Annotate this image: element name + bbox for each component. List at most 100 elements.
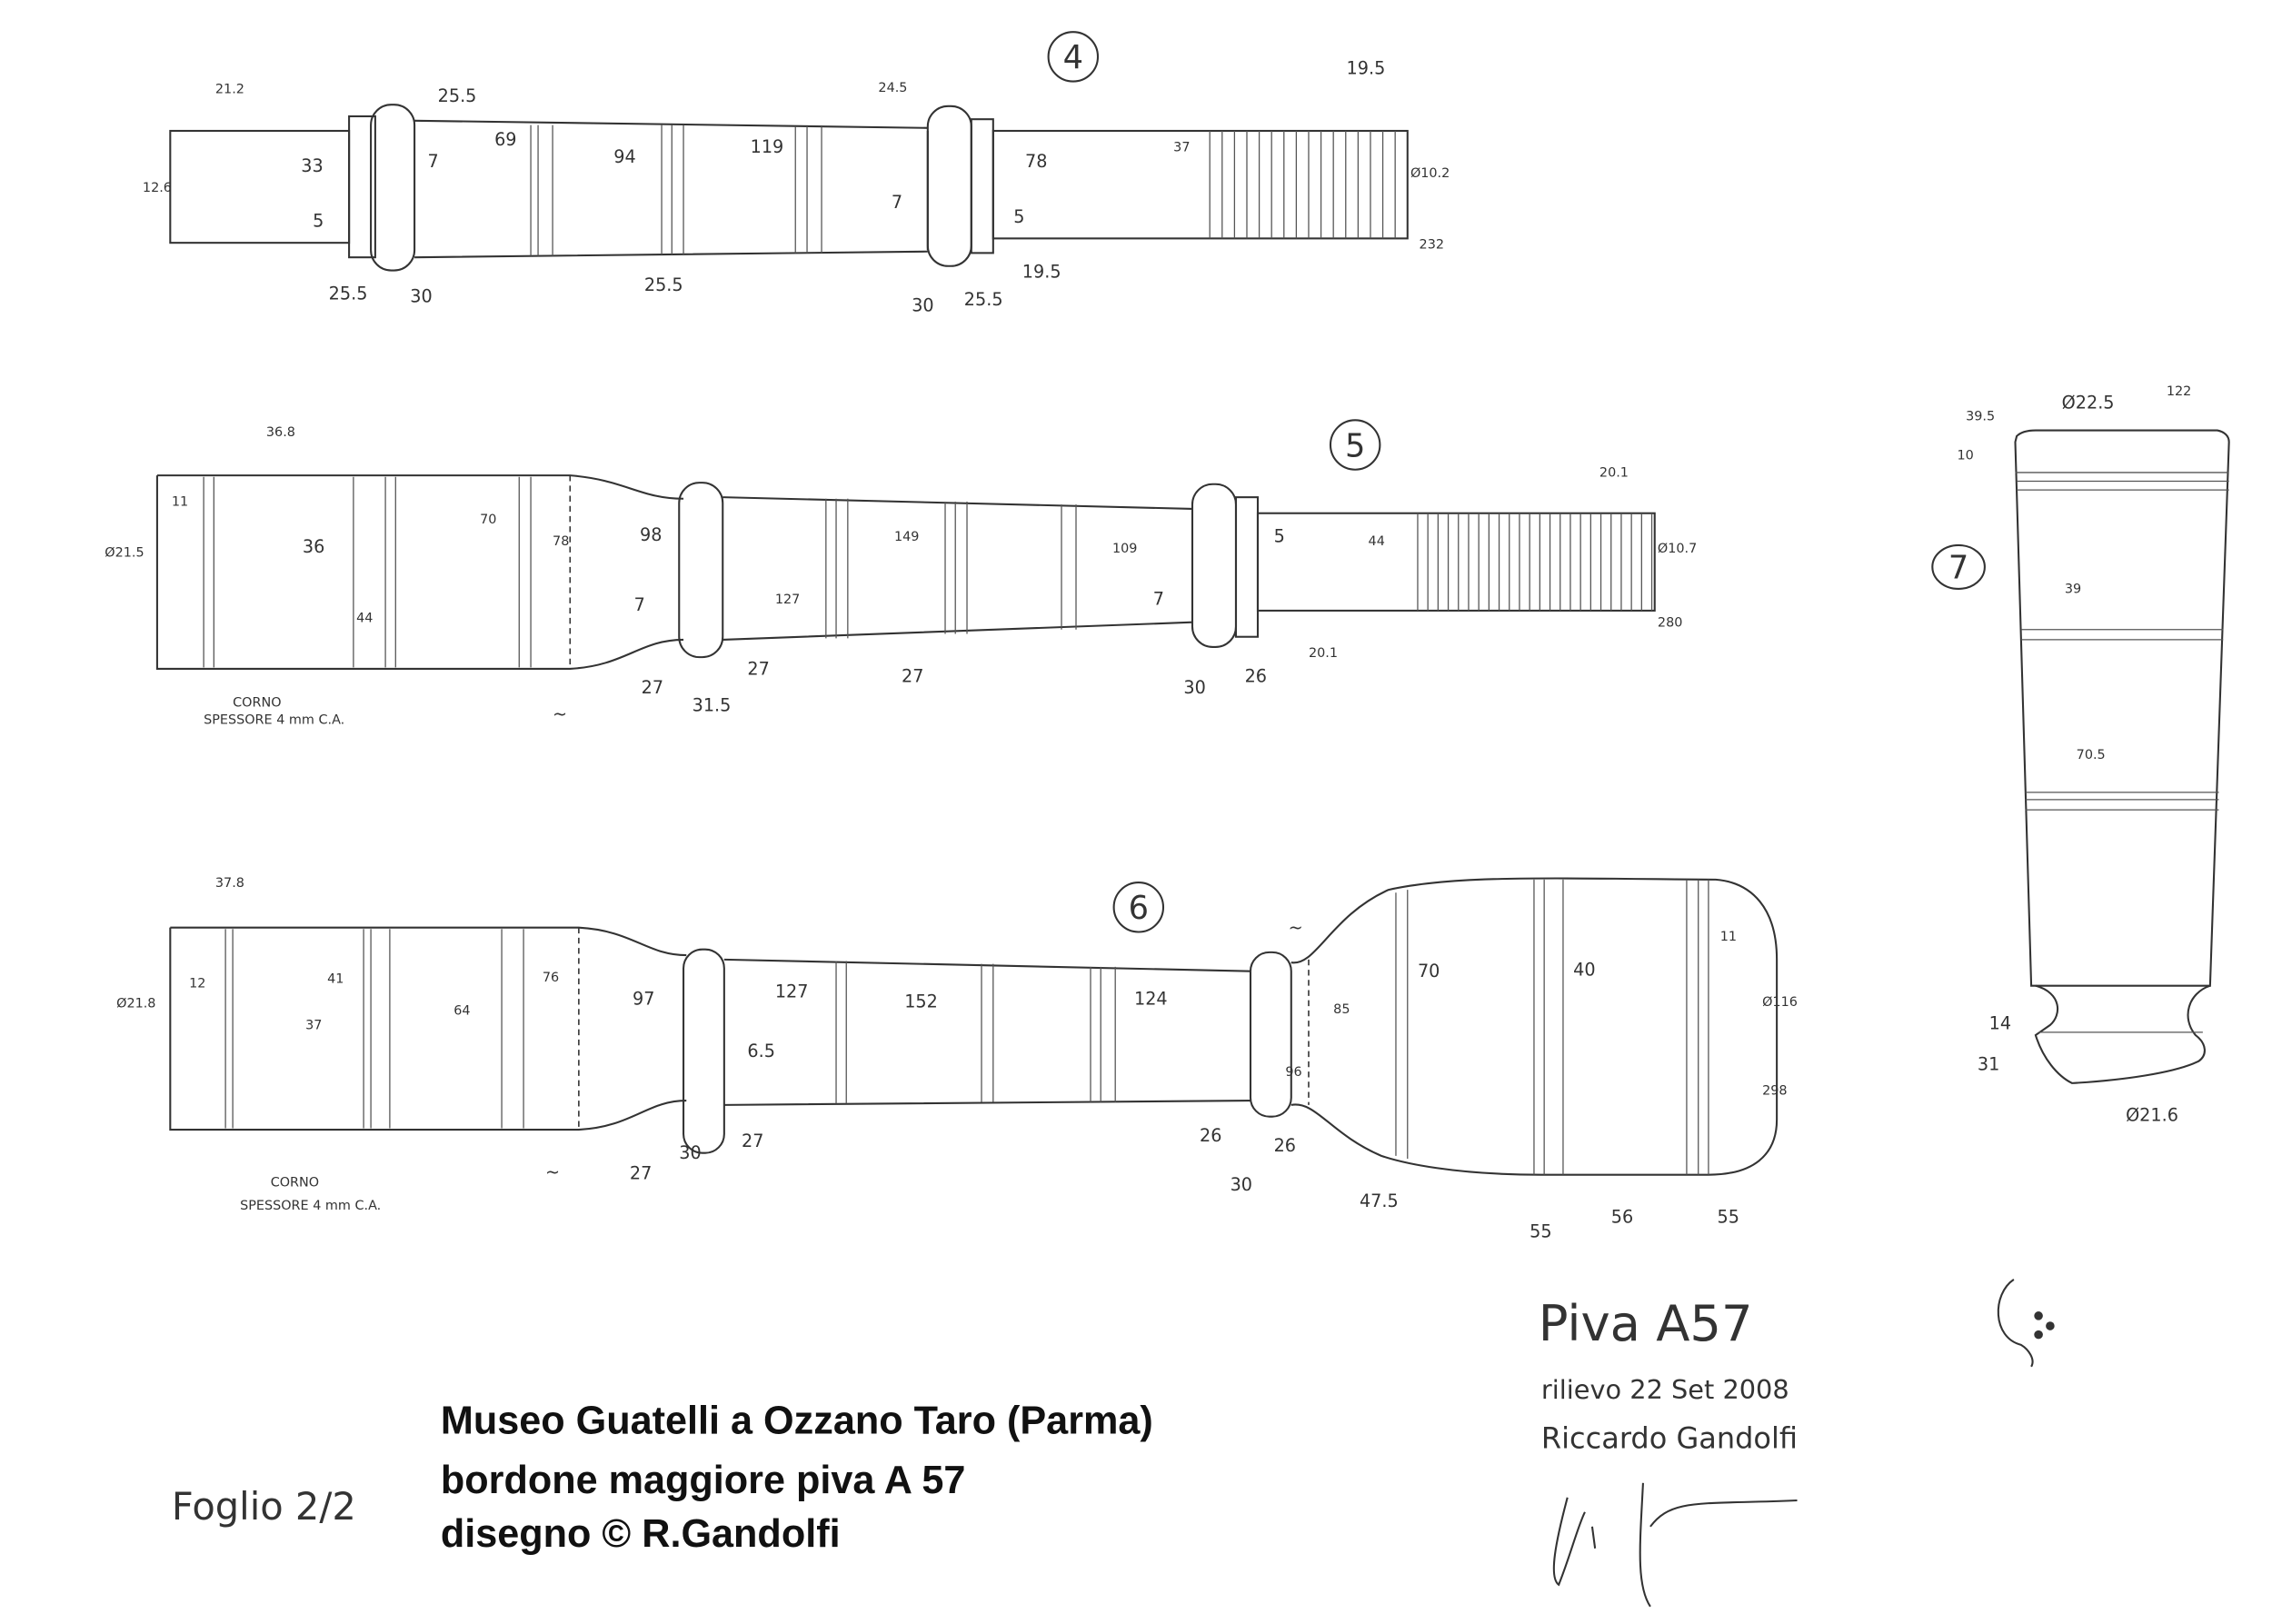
dim-label: Ø10.7 (1658, 542, 1697, 556)
dim-label: 280 (1658, 616, 1682, 631)
dim-label: 47.5 (1360, 1191, 1399, 1211)
sheet-number: Foglio 2/2 (172, 1484, 356, 1529)
dim-label: 30 (410, 286, 432, 307)
dim-label: 7 (892, 192, 902, 213)
dim-label: 27 (902, 665, 923, 686)
author-logo (1997, 1278, 2055, 1368)
dim-label: 152 (904, 991, 938, 1012)
dim-label: 5 (313, 211, 324, 232)
part-5-drawing: 5 CORNO SPESSORE 4 mm C.A. 36.8 Ø21.5 11… (105, 419, 1697, 728)
dim-label: 25.5 (438, 85, 477, 106)
dim-label: 70.5 (2077, 748, 2106, 762)
dim-label: 85 (1333, 1002, 1350, 1017)
part-number: 6 (1129, 890, 1149, 927)
thread-lines (1417, 513, 1653, 611)
dim-label: 19.5 (1022, 262, 1061, 283)
thickness-note: SPESSORE 4 mm C.A. (204, 713, 344, 728)
dim-label: 31 (1978, 1053, 1999, 1074)
dim-label: 149 (894, 530, 919, 544)
dim-label: 44 (356, 612, 373, 626)
part-number-circle (1047, 31, 1100, 83)
dim-label: 27 (742, 1131, 763, 1151)
dim-label: 37 (1173, 140, 1190, 154)
part-number: 5 (1345, 427, 1365, 464)
dim-label: 6.5 (747, 1041, 775, 1061)
thread-lines (1209, 130, 1396, 239)
survey-date: rilievo 22 Set 2008 (1541, 1374, 1789, 1405)
part-number: 4 (1063, 39, 1083, 76)
dim-label: Ø21.8 (116, 997, 155, 1011)
dim-label: 98 (640, 524, 662, 545)
dim-label: 119 (751, 136, 784, 157)
break-mark: ~ (1289, 917, 1303, 938)
dim-label: 30 (679, 1142, 701, 1163)
dim-label: 78 (553, 534, 569, 549)
dim-label: 30 (1231, 1174, 1252, 1195)
dim-label: 69 (494, 129, 516, 150)
dim-label: 21.2 (215, 82, 244, 96)
dim-label: 19.5 (1347, 58, 1386, 79)
break-mark: ~ (553, 703, 567, 724)
dimension-labels: 39.5 Ø22.5 122 10 39 70.5 14 31 Ø21.6 (1957, 384, 2191, 1125)
dim-label: 36 (303, 536, 324, 557)
dim-label: 7 (1153, 589, 1164, 610)
dim-label: 5 (1013, 206, 1024, 227)
dim-label: 109 (1112, 542, 1137, 556)
dim-label: 97 (633, 988, 654, 1009)
dim-label: 31.5 (693, 694, 732, 715)
part-number: 7 (1948, 550, 1968, 587)
dim-label: 232 (1420, 238, 1444, 253)
dim-label: 25.5 (329, 284, 368, 304)
dim-label: 40 (1573, 959, 1595, 980)
dim-label: 127 (775, 593, 800, 607)
dim-label: 27 (747, 658, 769, 679)
dim-label: 41 (327, 971, 344, 986)
dimension-labels: 36.8 Ø21.5 11 36 44 70 78 98 7 31.5 27 2… (105, 425, 1697, 724)
dim-label: Ø10.2 (1410, 166, 1450, 181)
dim-label: 26 (1245, 665, 1267, 686)
dim-label: 122 (2167, 384, 2191, 399)
dim-label: 64 (453, 1004, 470, 1019)
dim-label: 30 (912, 294, 933, 315)
dim-label: 56 (1611, 1206, 1633, 1227)
drawing-title: Piva A57 (1539, 1295, 1753, 1352)
dim-label: 124 (1134, 988, 1168, 1009)
dim-label: 30 (1183, 677, 1205, 698)
dim-label: 12.6 (143, 181, 172, 195)
dimension-labels: 37.8 Ø21.8 12 41 37 64 76 97 6.5 27 30 2… (116, 876, 1798, 1242)
thickness-note: SPESSORE 4 mm C.A. (240, 1199, 381, 1213)
dim-label: 10 (1957, 449, 1973, 463)
dim-label: 37.8 (215, 876, 244, 891)
dim-label: 33 (301, 155, 323, 176)
dim-label: 14 (1989, 1013, 2011, 1034)
part-number-circle (1112, 882, 1165, 933)
dim-label: 26 (1274, 1135, 1296, 1156)
dim-label: 27 (630, 1162, 652, 1183)
part-4-drawing: 4 21.2 12.6 33 5 7 25.5 25.5 30 69 94 11… (143, 31, 1450, 315)
dim-label: 94 (613, 146, 635, 167)
dim-label: 11 (172, 495, 188, 510)
dim-label: 25.5 (964, 289, 1003, 310)
part-7-drawing: 7 39.5 Ø22.5 122 10 39 70.5 14 31 Ø21.6 (1931, 384, 2230, 1125)
dim-label: 70 (480, 513, 496, 527)
caption-museum: Museo Guatelli a Ozzano Taro (Parma) (441, 1399, 1153, 1442)
dim-label: 39.5 (1966, 409, 1995, 423)
dim-label: 36.8 (266, 425, 295, 440)
dim-label: 37 (305, 1019, 322, 1033)
break-mark: ~ (545, 1161, 560, 1182)
dim-label: 76 (543, 971, 559, 985)
part-6-drawing: 6 CORNO SPESSORE 4 mm C.A. 37.8 Ø21.8 12… (116, 876, 1798, 1242)
dim-label: 70 (1418, 961, 1440, 981)
dim-label: 27 (642, 677, 663, 698)
author-name: Riccardo Gandolfi (1541, 1420, 1798, 1455)
dim-label: 55 (1718, 1206, 1739, 1227)
part-number-circle (1931, 543, 1986, 590)
dim-label: 26 (1200, 1125, 1221, 1146)
dim-label: Ø116 (1762, 995, 1798, 1010)
dim-label: Ø21.6 (2126, 1104, 2178, 1125)
caption-credit: disegno © R.Gandolfi (441, 1512, 841, 1556)
dim-label: 12 (189, 976, 205, 991)
part-number-circle (1329, 419, 1381, 471)
dim-label: 127 (775, 981, 809, 1001)
